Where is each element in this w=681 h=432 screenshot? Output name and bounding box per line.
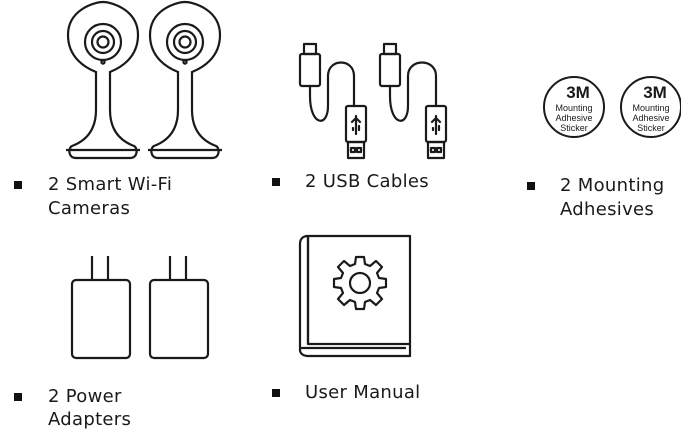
smart-camera-illustration bbox=[66, 0, 222, 160]
sticker-line3: Sticker bbox=[560, 123, 588, 133]
item-label-line2: Adapters bbox=[48, 409, 132, 430]
user-manual-illustration bbox=[298, 234, 412, 358]
adhesive-sticker-illustration: 3M Mounting Adhesive Sticker 3M Mounting… bbox=[543, 76, 681, 138]
power-adapter-illustration bbox=[70, 256, 210, 360]
sticker-line1: Mounting bbox=[555, 103, 592, 113]
item-label-line1: User Manual bbox=[305, 382, 421, 403]
sticker-line3: Sticker bbox=[637, 123, 665, 133]
bullet-icon bbox=[527, 182, 535, 190]
sticker-line2: Adhesive bbox=[555, 113, 592, 123]
item-label-line2: Cameras bbox=[48, 198, 131, 219]
item-label-line1: 2 Mounting bbox=[560, 175, 665, 196]
item-label-line1: 2 USB Cables bbox=[305, 171, 429, 192]
sticker-line1: Mounting bbox=[632, 103, 669, 113]
item-label-line2: Adhesives bbox=[560, 199, 655, 220]
sticker-brand: 3M bbox=[643, 83, 667, 102]
bullet-icon bbox=[14, 181, 22, 189]
sticker-brand: 3M bbox=[566, 83, 590, 102]
sticker-line2: Adhesive bbox=[632, 113, 669, 123]
item-label-line1: 2 Power bbox=[48, 386, 122, 407]
item-label-line1: 2 Smart Wi-Fi bbox=[48, 174, 173, 195]
usb-cable-illustration bbox=[298, 42, 448, 160]
bullet-icon bbox=[14, 393, 22, 401]
bullet-icon bbox=[272, 178, 280, 186]
bullet-icon bbox=[272, 389, 280, 397]
